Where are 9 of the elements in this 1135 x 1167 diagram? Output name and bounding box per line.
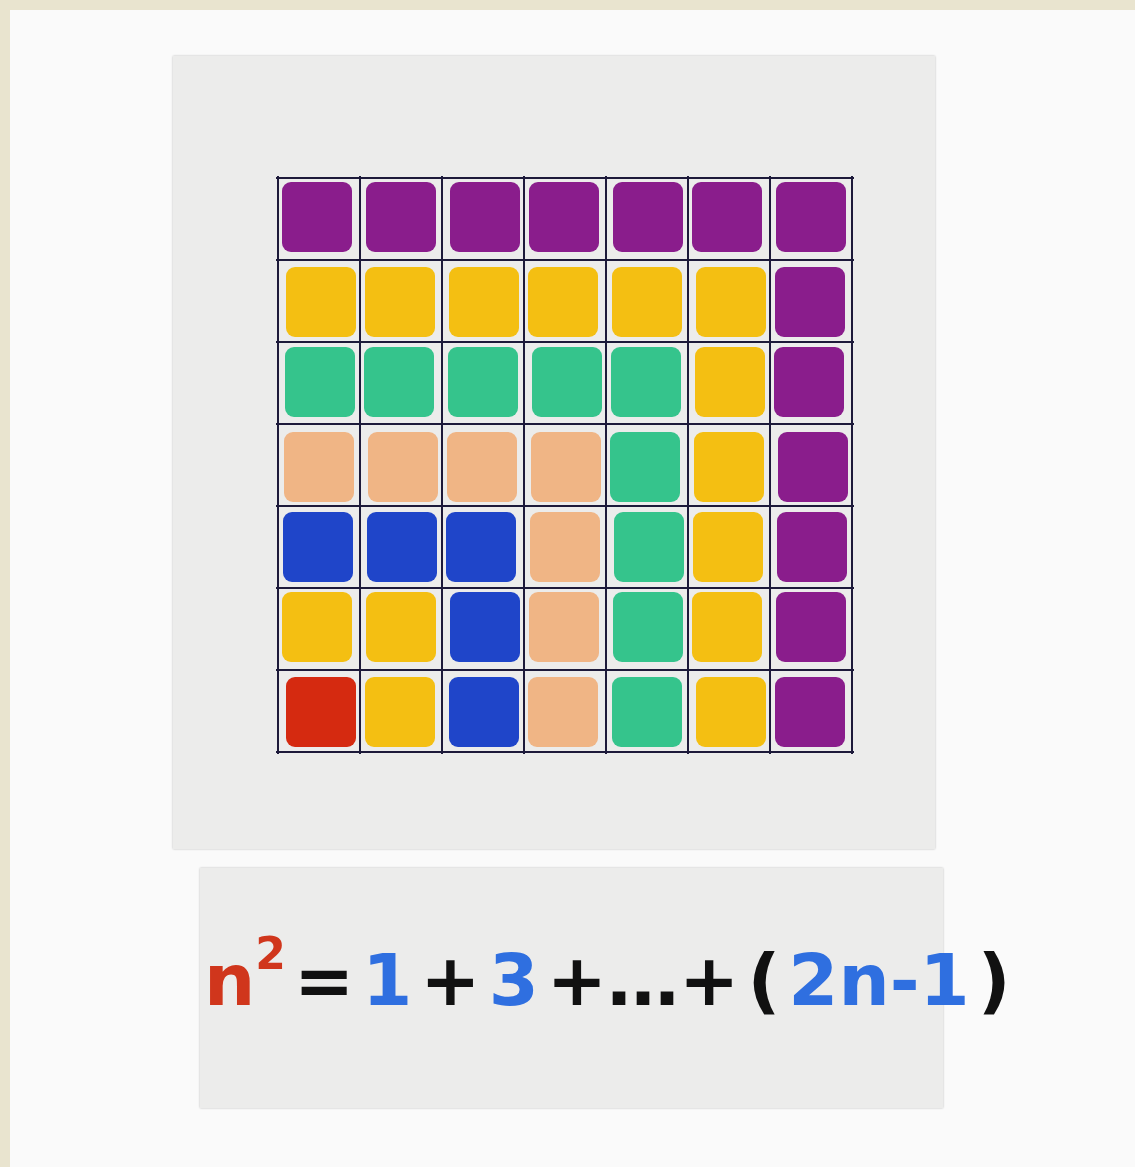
formula-term: 1 [362, 937, 413, 1024]
parenthesis: ) [977, 937, 1011, 1024]
parenthesis: ( [747, 937, 781, 1024]
formula-term: 2n-1 [788, 937, 970, 1024]
formula-term: 3 [488, 937, 539, 1024]
equals-sign: = [293, 937, 355, 1024]
operator: +…+ [546, 937, 740, 1024]
formula-term: n$^{2}$ [204, 928, 286, 1024]
plus-sign: + [420, 937, 481, 1024]
